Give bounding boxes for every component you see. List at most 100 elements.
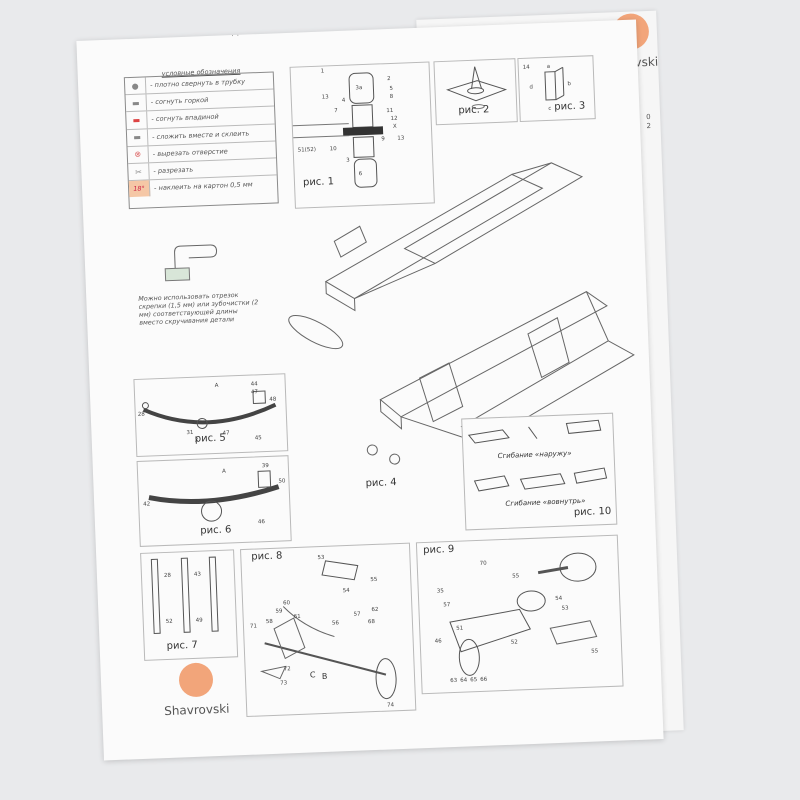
fig8-label: B — [322, 672, 328, 681]
figure-6-panel: A 39 42 50 46 рис. 6 — [136, 455, 292, 547]
fig9-label: 54 — [555, 596, 563, 602]
fig8-label: 54 — [343, 588, 351, 594]
fig8-label: 62 — [371, 607, 378, 613]
fig9-label: 46 — [435, 638, 443, 644]
fig9-label: 70 — [480, 561, 488, 567]
fig5-label: 31 — [186, 430, 193, 436]
fig9-label: 66 — [480, 677, 488, 683]
figure-5-panel: A 44 47 48 28 31 X 47 45 рис. 5 — [133, 373, 289, 458]
fig9-label: 64 — [460, 677, 468, 683]
fig9-label: 52 — [511, 640, 518, 646]
fig8-label: 60 — [283, 600, 291, 606]
figure-9-drawing: 70 55 54 53 35 57 46 51 52 63 64 65 66 5… — [435, 552, 599, 684]
figure-2-drawing — [446, 66, 508, 110]
fig6-label: 46 — [258, 519, 266, 525]
fig5-label: A — [215, 383, 219, 389]
fig8-label: C — [310, 670, 316, 679]
fig9-label: 63 — [450, 678, 458, 684]
brand-name: Shavrovski — [163, 701, 230, 719]
figure-10-panel: Сгибание «наружу» Сгибание «вовнутрь» ри… — [461, 412, 618, 531]
fig1-label: 3 — [346, 158, 350, 164]
back-sheet-number-1: 0 — [646, 112, 651, 122]
fig1-label: 7 — [334, 108, 338, 114]
paperclip-diagram — [164, 244, 218, 282]
fig3-label: 14 — [523, 65, 531, 71]
fig3-label: d — [529, 85, 533, 91]
fig8-label: 72 — [284, 666, 291, 672]
figure-2-panel: рис. 2 — [433, 58, 518, 126]
fig1-label: 13 — [397, 135, 405, 141]
figure-4-caption: рис. 4 — [365, 477, 397, 490]
fig1-label: 5 — [389, 86, 393, 92]
fig8-label: 68 — [368, 619, 376, 625]
fig6-label: 50 — [278, 478, 286, 484]
fig5-label: 45 — [255, 435, 263, 441]
figure-1-panel: 1 3а 2 5 8 13 4 7 11 12 X 51(52) 10 9 13… — [289, 61, 435, 209]
figure-6-caption: рис. 6 — [200, 524, 232, 537]
fig3-label: c — [548, 106, 551, 112]
figure-8-panel: 53 54 55 60 59 61 58 62 71 57 56 68 72 7… — [240, 542, 417, 717]
figure-9-panel: 70 55 54 53 35 57 46 51 52 63 64 65 66 5… — [415, 534, 624, 695]
fig8-label: 61 — [294, 614, 301, 620]
figure-4-chassis-drawing — [288, 162, 635, 465]
fig5-label: 47 — [251, 389, 259, 395]
fig9-label: 65 — [470, 677, 478, 683]
fig6-label: 42 — [143, 502, 150, 508]
fig8-label: 55 — [370, 577, 378, 583]
fig7-label: 49 — [196, 618, 204, 624]
fig9-label: 55 — [591, 648, 599, 654]
fig1-label: 1 — [321, 69, 325, 75]
figure-1-drawing: 1 3а 2 5 8 13 4 7 11 12 X 51(52) 10 9 13… — [292, 69, 405, 188]
figure-6-drawing: A 39 42 50 46 — [143, 463, 286, 525]
fig5-label: X — [195, 438, 199, 444]
fig6-label: 39 — [262, 463, 270, 469]
figure-10-caption: рис. 10 — [573, 505, 612, 519]
fig9-label: 57 — [443, 602, 451, 608]
fig1-label: 3а — [355, 85, 362, 91]
fig1-label: 9 — [381, 136, 385, 142]
figure-5-drawing: A 44 47 48 28 31 X 47 45 — [138, 381, 277, 444]
fig5-label: 48 — [269, 397, 277, 403]
figure-10-drawing — [467, 419, 608, 492]
figure-7-drawing: 28 43 52 49 — [150, 556, 219, 634]
fig1-label: 13 — [322, 94, 330, 100]
figure-7-panel: 28 43 52 49 рис. 7 — [140, 549, 239, 661]
fig8-label: 73 — [280, 680, 288, 686]
fig7-label: 52 — [166, 619, 173, 625]
fig6-label: A — [222, 469, 226, 475]
fig8-label: 71 — [250, 624, 257, 630]
figure-3-drawing: 14 a d b c — [523, 64, 572, 112]
figure-8-caption: рис. 8 — [251, 550, 283, 563]
figure-3-panel: 14 a d b c рис. 3 — [517, 55, 596, 123]
fig1-label: 12 — [390, 116, 397, 122]
fig8-label: 53 — [317, 555, 325, 561]
fig1-label: 51(52) — [298, 147, 317, 154]
fig7-label: 43 — [194, 572, 202, 578]
fig9-label: 51 — [456, 626, 463, 632]
substitute-part-note: Можно использовать отрезок скрепки (1,5 … — [138, 290, 259, 327]
fig1-label: 11 — [386, 108, 393, 114]
fig5-label: 47 — [222, 430, 230, 436]
back-sheet-number-2: 2 — [646, 121, 652, 131]
figure-9-caption: рис. 9 — [422, 543, 455, 557]
figure-7-caption: рис. 7 — [166, 639, 198, 652]
instruction-sheet: ı ı условные обозначения ●- плотно сверн… — [76, 19, 664, 761]
fig1-label: 10 — [330, 146, 338, 152]
fig1-label: 2 — [387, 76, 391, 82]
fig9-label: 53 — [561, 606, 569, 612]
fig8-label: 74 — [387, 702, 395, 708]
fig3-label: a — [547, 64, 551, 70]
fig5-label: 28 — [138, 412, 146, 418]
fig9-label: 35 — [437, 588, 445, 594]
fig1-label: 6 — [359, 171, 363, 177]
fig1-label: 8 — [390, 94, 394, 100]
fig8-label: 59 — [275, 609, 283, 615]
fig8-label: 57 — [354, 612, 362, 618]
fig8-label: 58 — [266, 619, 274, 625]
figure-1-labels: 1 3а 2 5 8 13 4 7 11 12 X 51(52) 10 9 13… — [298, 69, 405, 178]
fig5-label: 44 — [251, 381, 259, 387]
fig8-label: 56 — [332, 620, 340, 626]
fig1-label: 4 — [342, 98, 346, 104]
fig9-label: 55 — [512, 573, 520, 579]
fig3-label: b — [567, 81, 571, 87]
